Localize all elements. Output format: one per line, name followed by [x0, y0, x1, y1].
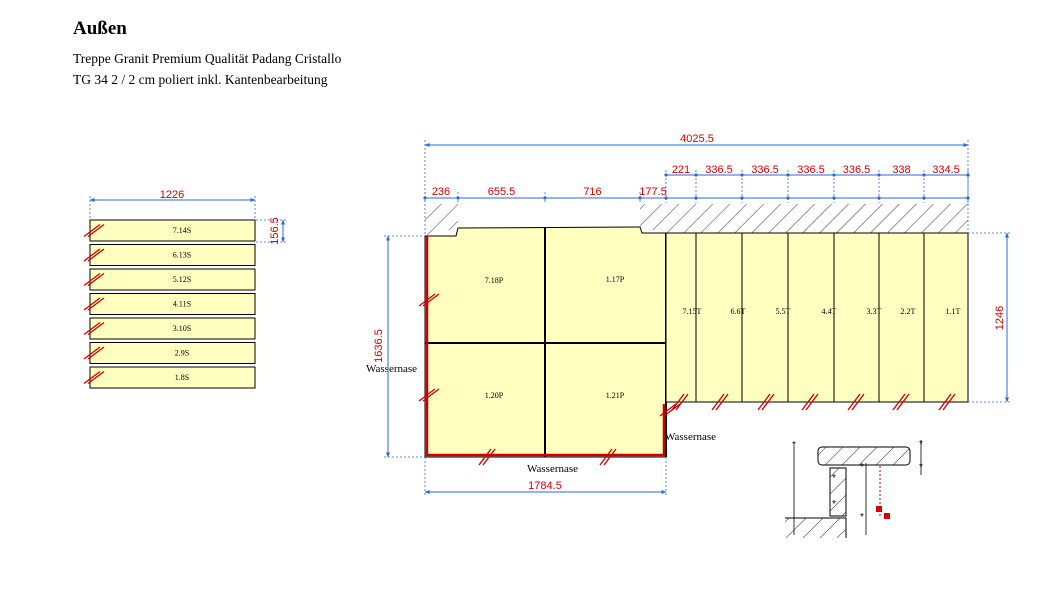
- left-height-label: 1636.5: [373, 329, 385, 363]
- panel-label: 1.21P: [606, 391, 625, 400]
- panel-label: 7.18P: [485, 276, 504, 285]
- segment-label: 655.5: [488, 186, 516, 198]
- segment-label: 177.5: [639, 186, 667, 198]
- edge-finish-marker: [418, 388, 440, 402]
- step-strip: [89, 268, 256, 291]
- step-label: 3.10S: [173, 324, 191, 333]
- step-strip: [89, 342, 256, 364]
- step-strip: [89, 244, 256, 266]
- step-label: 4.11S: [173, 300, 191, 309]
- svg-text:*: *: [919, 439, 923, 450]
- edge-finish-marker: [83, 321, 105, 336]
- edge-finish-marker: [671, 393, 689, 411]
- drip-edge-outline: [425, 236, 666, 457]
- panel-label: 1.17P: [606, 275, 625, 284]
- segment-label: 236: [432, 186, 450, 198]
- step-strip: [89, 317, 256, 340]
- edge-finish-marker: [83, 272, 105, 287]
- segment-label: 334.5: [932, 164, 960, 176]
- drip-label-left: Wassernase: [366, 363, 417, 375]
- profile-marker: [884, 513, 890, 519]
- tread-label: 2.2T: [901, 307, 916, 316]
- right-height-label: 1246: [994, 306, 1006, 330]
- drawing-title: Außen: [73, 18, 127, 39]
- svg-text:*: *: [832, 473, 836, 484]
- tread-label: 6.6T: [731, 307, 746, 316]
- tread-label: 5.5T: [776, 307, 791, 316]
- tread-label: 3.3T: [867, 307, 882, 316]
- edge-finish-marker: [711, 393, 729, 411]
- svg-text:*: *: [860, 512, 864, 523]
- edge-finish-marker: [478, 448, 496, 466]
- drip-label-right: Wassernase: [665, 431, 716, 443]
- edge-finish-marker: [599, 448, 617, 466]
- step-strip: [89, 219, 256, 242]
- tread-label: 1.1T: [946, 307, 961, 316]
- segment-label: 338: [892, 164, 910, 176]
- edge-finish-marker: [83, 370, 105, 385]
- edge-finish-marker: [83, 248, 105, 262]
- edge-finish-marker: [418, 293, 440, 307]
- edge-finish-marker: [83, 223, 105, 238]
- finish-description: TG 34 2 / 2 cm poliert inkl. Kantenbearb…: [73, 72, 328, 87]
- segment-label: 336.5: [751, 164, 779, 176]
- edge-finish-marker: [83, 297, 105, 311]
- total-width-label: 4025.5: [680, 133, 714, 145]
- svg-text:*: *: [919, 462, 923, 473]
- steps-width-label: 1226: [160, 189, 184, 201]
- drip-label-bottom: Wassernase: [527, 463, 578, 475]
- step-strip: [89, 293, 256, 315]
- platform-group: 7.15T 6.6T 5.5T 4.4T 3.3T 2.2T 1.1T 7.18P 1.17…: [366, 133, 1012, 496]
- step-label: 6.13S: [173, 251, 191, 260]
- material-description: Treppe Granit Premium Qualität Padang Cr…: [73, 51, 342, 66]
- edge-finish-marker: [757, 393, 775, 411]
- edge-finish-marker: [892, 393, 910, 411]
- step-label: 1.8S: [175, 373, 189, 382]
- step-strip: [89, 366, 256, 389]
- steps-height-label: 156.5: [269, 217, 281, 245]
- profile-marker: [876, 506, 882, 512]
- svg-text:*: *: [792, 440, 796, 451]
- edge-finish-marker: [938, 393, 956, 411]
- panel-hatch-left: [425, 204, 458, 236]
- segment-label: 336.5: [843, 164, 871, 176]
- panel-label: 1.20P: [485, 391, 504, 400]
- edge-finish-marker: [801, 393, 819, 411]
- step-label: 2.9S: [175, 349, 189, 358]
- segment-label: 221: [672, 164, 690, 176]
- panel-hatch-right: [640, 204, 666, 233]
- bottom-width-label: 1784.5: [528, 480, 562, 492]
- steps-group: 1226 156.5 7.14S 6.13S 5.12S 4.11S 3.10S 2.9S…: [83, 189, 288, 389]
- svg-text:*: *: [832, 499, 836, 510]
- svg-text:*: *: [860, 462, 864, 473]
- tread-label: 4.4T: [822, 307, 837, 316]
- treads-area: [665, 232, 969, 403]
- step-label: 5.12S: [173, 275, 191, 284]
- edge-finish-marker: [847, 393, 865, 411]
- step-label: 7.14S: [173, 226, 191, 235]
- segment-label: 336.5: [797, 164, 825, 176]
- segment-label: 336.5: [705, 164, 733, 176]
- segment-label: 716: [583, 186, 601, 198]
- tread-hatch-strip: [666, 204, 968, 233]
- edge-profile-detail: * * * * * * *: [785, 439, 923, 538]
- edge-finish-marker: [83, 346, 105, 360]
- tread-label: 7.15T: [683, 307, 702, 316]
